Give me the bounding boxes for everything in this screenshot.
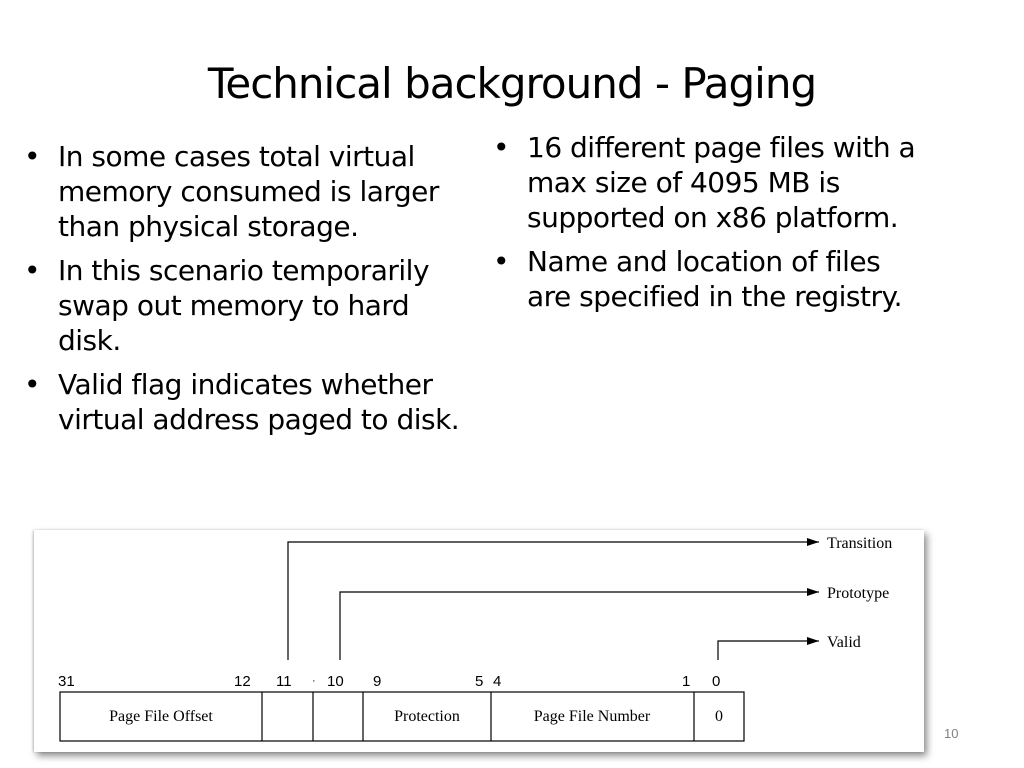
bullet-text: In some cases total virtual memory consu…: [58, 140, 439, 243]
slide-number: 10: [944, 726, 959, 741]
field-page-file-offset: Page File Offset: [109, 708, 213, 725]
bullet-icon: •: [493, 245, 510, 278]
flag-label-transition: Transition: [827, 535, 892, 552]
bit-label: 12: [234, 673, 251, 690]
valid-arrow: [717, 637, 819, 660]
bullet-icon: •: [493, 131, 510, 164]
transition-arrow: [287, 538, 819, 660]
bit-label: 0: [712, 673, 720, 690]
bullet-item: • Name and location of files are specifie…: [489, 244, 929, 314]
bullet-icon: •: [24, 368, 41, 401]
bit-label: 9: [373, 673, 381, 690]
flag-label-valid: Valid: [827, 634, 861, 651]
left-bullet-list: • In some cases total virtual memory cons…: [20, 139, 460, 446]
flag-label-prototype: Prototype: [827, 585, 889, 602]
bullet-item: • In this scenario temporarily swap out m…: [20, 253, 460, 358]
bullet-icon: •: [24, 254, 41, 287]
bullet-text: Name and location of files are specified…: [527, 245, 903, 313]
slide-title: Technical background - Paging: [207, 59, 817, 108]
bit-label: 4: [493, 673, 501, 690]
right-bullet-list: • 16 different page files with a max size…: [489, 130, 929, 323]
bit-label: ·: [312, 675, 316, 687]
prototype-arrow: [339, 588, 819, 660]
pte-register-box: [59, 691, 745, 742]
bullet-text: Valid flag indicates whether virtual add…: [58, 368, 460, 436]
pte-diagram-svg: Transition Prototype Valid 31 12 11 · 10…: [58, 535, 892, 742]
bit-label: 11: [276, 673, 292, 690]
bullet-icon: •: [24, 140, 41, 173]
bullet-text: In this scenario temporarily swap out me…: [58, 254, 430, 357]
field-protection: Protection: [394, 708, 460, 725]
field-valid-bit: 0: [715, 708, 723, 725]
bullet-item: • In some cases total virtual memory cons…: [20, 139, 460, 244]
bullet-item: • Valid flag indicates whether virtual ad…: [20, 367, 460, 437]
pte-diagram: Transition Prototype Valid 31 12 11 · 10…: [34, 530, 924, 752]
bullet-item: • 16 different page files with a max size…: [489, 130, 929, 235]
field-page-file-number: Page File Number: [534, 708, 651, 725]
bit-label: 31: [58, 673, 75, 690]
bullet-text: 16 different page files with a max size …: [527, 131, 916, 234]
bit-label: 1: [682, 673, 690, 690]
bit-label: 10: [327, 673, 344, 690]
bit-label: 5: [475, 673, 483, 690]
